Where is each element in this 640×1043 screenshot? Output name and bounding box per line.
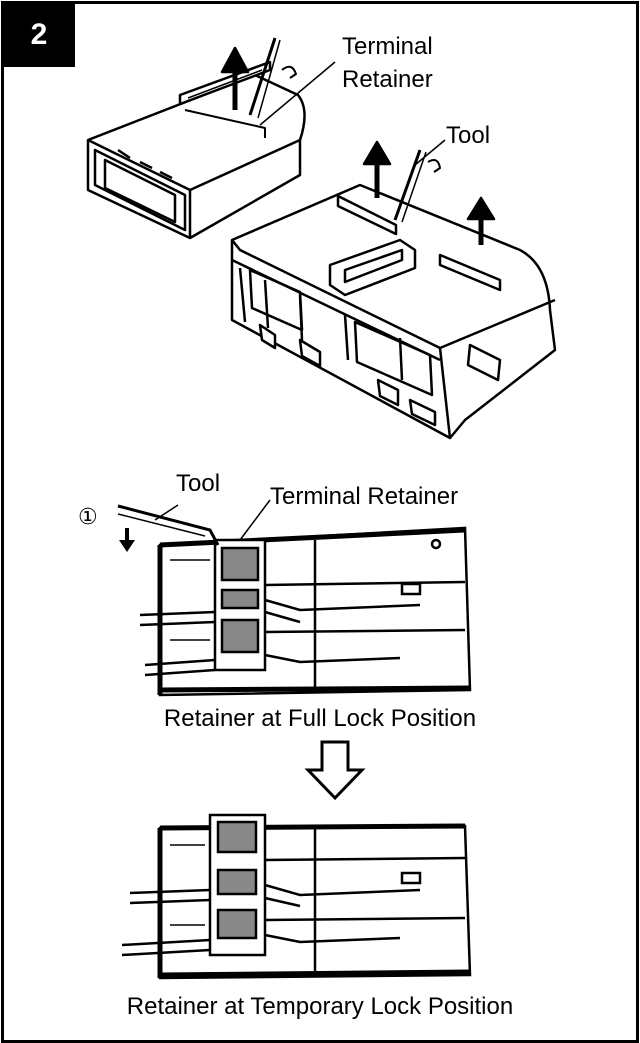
terminal-retainer-label-line1: Terminal [342, 33, 433, 60]
small-connector-drawing [86, 60, 306, 240]
tool-drawing-2 [393, 149, 427, 223]
terminal-retainer-label-middle: Terminal Retainer [270, 483, 459, 510]
pull-up-arrow-icon [220, 46, 250, 110]
tool-drawing [248, 37, 281, 119]
twist-arrow-icon [281, 65, 297, 79]
terminal-retainer-label-line2: Retainer [342, 66, 433, 93]
step-marker-circled-1: ① [78, 504, 98, 529]
press-down-arrow-icon [119, 528, 135, 552]
tool-leader [414, 139, 446, 166]
twist-arrow-icon-2 [427, 159, 441, 173]
full-lock-drawing [139, 526, 472, 697]
large-connector-drawing [230, 183, 557, 440]
temporary-lock-caption: Retainer at Temporary Lock Position [126, 993, 514, 1020]
pull-up-arrow-icon-2 [362, 140, 392, 198]
full-lock-caption: Retainer at Full Lock Position [163, 705, 477, 732]
temporary-lock-drawing [121, 813, 472, 980]
tool-label-top: Tool [446, 122, 491, 149]
transition-down-arrow-icon [304, 740, 366, 801]
step-number: 2 [30, 18, 48, 51]
terminal-retainer-leader [259, 61, 336, 126]
tool-drawing-3 [117, 499, 271, 546]
tool-label-middle: Tool [176, 470, 221, 497]
step-number-badge: 2 [3, 3, 75, 67]
pull-up-arrow-icon-3 [466, 196, 496, 245]
